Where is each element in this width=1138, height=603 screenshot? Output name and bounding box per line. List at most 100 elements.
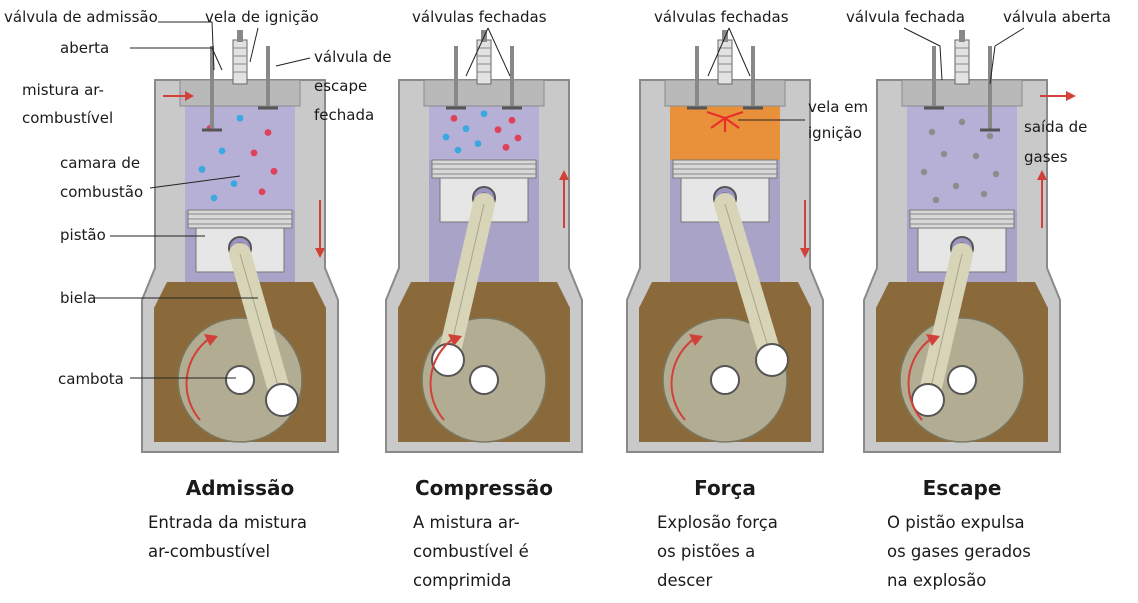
mixture-inflow-arrowhead — [185, 91, 194, 101]
title-admissao: Admissão — [186, 476, 295, 500]
fuel-particle — [236, 114, 244, 122]
title-escape: Escape — [923, 476, 1002, 500]
leader-valvula-fechada — [903, 27, 943, 81]
exhaust-particle — [920, 168, 928, 176]
rotation-arrow — [907, 337, 933, 421]
combustion-chamber — [670, 106, 780, 160]
desc-forca-line3: descer — [657, 571, 712, 590]
piston-direction-arrowhead — [559, 170, 569, 180]
leader-valvula-admissao-top — [158, 21, 215, 71]
spark-plug-terminal — [237, 30, 243, 42]
fuel-particle — [218, 147, 226, 155]
leader-valvula-aberta — [989, 27, 1025, 85]
fuel-particle — [454, 146, 462, 154]
crankshaft-journal — [469, 365, 499, 395]
desc-escape-line1: O pistão expulsa — [887, 513, 1025, 532]
leader-valvulas-fechadas-2 — [465, 27, 511, 77]
fuel-particle — [250, 149, 258, 157]
label-valvulas-fechadas-3: válvulas fechadas — [654, 8, 789, 26]
desc-compressao-line1: A mistura ar- — [413, 513, 520, 532]
rotation-arrow — [429, 337, 455, 421]
spark-ray — [724, 110, 744, 120]
label-cambota: cambota — [58, 370, 124, 388]
label-valvula-escape-1: válvula de — [314, 48, 392, 66]
title-forca: Força — [694, 476, 756, 500]
label-valvula-aberta: válvula aberta — [1003, 8, 1111, 26]
crank-pin — [755, 343, 789, 377]
fuel-particle — [442, 133, 450, 141]
fuel-particle — [270, 167, 278, 175]
label-vela-ignicao: vela de ignição — [205, 8, 319, 26]
desc-compressao-line3: comprimida — [413, 571, 511, 590]
fuel-particle — [508, 116, 516, 124]
fuel-particle — [258, 188, 266, 196]
fuel-particle — [210, 194, 218, 202]
leader-valvula-escape — [275, 57, 311, 67]
fuel-particle — [480, 110, 488, 118]
connecting-rod-edge — [927, 253, 963, 401]
label-aberta: aberta — [60, 39, 109, 57]
exhaust-outflow-arrowhead — [1066, 91, 1076, 101]
desc-compressao-line2: combustível é — [413, 542, 529, 561]
exhaust-particle — [952, 182, 960, 190]
label-valvula-escape-2: escape — [314, 77, 367, 95]
label-valvula-admissao: válvula de admissão — [4, 8, 158, 26]
desc-escape-line3: na explosão — [887, 571, 986, 590]
fuel-particle — [474, 140, 482, 148]
label-camara-1: camara de — [60, 154, 140, 172]
crank-pin — [911, 383, 945, 417]
label-vela-em-2: ignição — [808, 124, 862, 142]
desc-admissao-line1: Entrada da mistura — [148, 513, 307, 532]
leader-valvula-admissao — [130, 47, 223, 71]
spark-ray — [706, 110, 726, 120]
spark-plug-body — [232, 39, 248, 85]
exhaust-particle — [928, 128, 936, 136]
label-pistao: pistão — [60, 226, 106, 244]
fuel-particle — [462, 125, 470, 133]
spark-plug-terminal — [959, 30, 965, 42]
label-valvulas-fechadas-2: válvulas fechadas — [412, 8, 547, 26]
fuel-particle — [264, 129, 272, 136]
rotation-arrow — [185, 337, 211, 421]
piston-direction-arrowhead — [315, 248, 325, 258]
rotation-arrow — [670, 337, 696, 421]
exhaust-particle — [932, 196, 940, 204]
fuel-particle — [198, 165, 206, 173]
engines-group — [141, 30, 1061, 453]
engine-compressao — [385, 30, 583, 453]
label-valvula-fechada: válvula fechada — [846, 8, 965, 26]
piston-direction-arrowhead — [800, 248, 810, 258]
rotation-arrowhead — [204, 334, 218, 346]
label-valvula-escape-3: fechada — [314, 106, 374, 124]
combustion-chamber — [185, 106, 295, 210]
exhaust-particle — [986, 132, 994, 140]
leader-camara — [149, 175, 241, 189]
exhaust-particle — [992, 170, 1000, 178]
exhaust-particle — [980, 190, 988, 198]
fuel-particle — [502, 143, 510, 151]
crankshaft-journal — [710, 365, 740, 395]
title-compressao: Compressão — [415, 476, 553, 500]
crank-pin — [431, 343, 465, 377]
rotation-arrowhead — [689, 334, 703, 346]
label-saida-1: saída de — [1024, 118, 1087, 136]
connecting-rod-edge — [447, 203, 485, 361]
fuel-particle — [450, 115, 458, 122]
rotation-arrowhead — [926, 334, 940, 346]
engine-admissao — [141, 30, 339, 453]
exhaust-particle — [940, 150, 948, 158]
engine-escape — [863, 30, 1061, 453]
spark-plug-body — [717, 39, 733, 85]
label-mistura-2: combustível — [22, 109, 113, 127]
fuel-particle — [514, 134, 522, 142]
label-camara-2: combustão — [60, 183, 143, 201]
label-biela: biela — [60, 289, 96, 307]
crankshaft-journal — [947, 365, 977, 395]
connecting-rod-edge — [724, 203, 773, 361]
leader-vela-ignicao — [249, 27, 259, 63]
crankshaft-journal — [225, 365, 255, 395]
exhaust-particle — [958, 118, 966, 126]
label-vela-em-1: vela em — [808, 98, 868, 116]
engine-forca — [626, 30, 824, 453]
